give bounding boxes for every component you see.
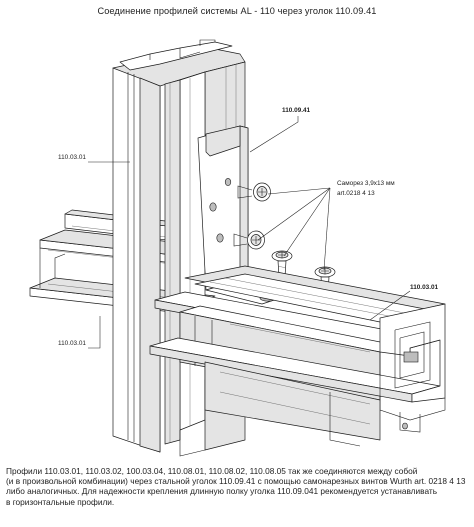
drawing-title: Соединение профилей системы AL - 110 чер…: [97, 6, 377, 16]
label-bracket: 110.09.41: [282, 107, 311, 114]
label-right-profile: 110.03.01: [410, 284, 439, 291]
assembly-drawing: [29, 39, 446, 457]
note-line-1: Профили 110.03.01, 110.03.02, 100.03.04,…: [6, 466, 418, 476]
right-horizontal-profile: [149, 265, 446, 447]
leader-lines: [88, 116, 411, 349]
label-screw-name: Саморез 3,9x13 мм: [337, 180, 395, 187]
label-screw-art: art.0218 4 13: [337, 190, 375, 197]
label-left-lower-profile: 110.03.01: [58, 340, 86, 347]
note-line-4: в горизонтальные профили.: [6, 496, 115, 507]
note-line-2: (и в произвольной комбинации) через стал…: [6, 476, 466, 487]
assembly-note: Профили 110.03.01, 110.03.02, 100.03.04,…: [6, 466, 468, 507]
label-left-upper-profile: 110.03.01: [58, 154, 86, 161]
note-line-3: либо аналогичных. Для надежности креплен…: [6, 486, 438, 497]
